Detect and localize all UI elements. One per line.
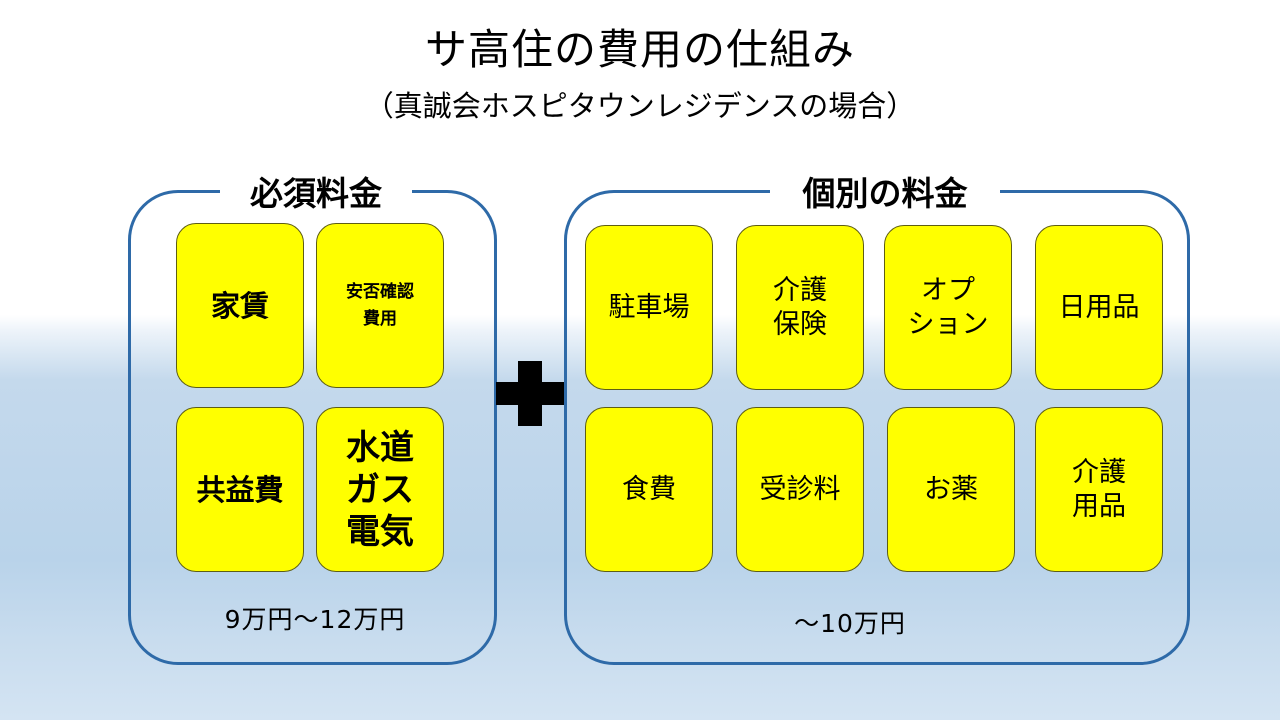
- fee-tile-label: 水道 ガス 電気: [346, 427, 414, 552]
- fee-tile-daily-goods: 日用品: [1035, 225, 1163, 390]
- required-fees-total: 9万円～12万円: [224, 605, 406, 634]
- individual-fees-label: 個別の料金: [770, 174, 1000, 214]
- fee-tile-label: 家賃: [210, 288, 269, 323]
- fee-tile-care-supplies: 介護 用品: [1035, 407, 1163, 572]
- fee-tile-label: 共益費: [196, 472, 284, 507]
- fee-tile-options: オプ ション: [884, 225, 1012, 390]
- fee-tile-medicine: お薬: [887, 407, 1015, 572]
- individual-fees-total: ～10万円: [794, 609, 906, 638]
- fee-tile-label: 介護 保険: [773, 274, 827, 340]
- fee-tile-label: 日用品: [1058, 291, 1140, 323]
- fee-tile-label: 食費: [622, 473, 676, 505]
- fee-tile-label: オプ ション: [907, 274, 989, 340]
- required-fees-label: 必須料金: [220, 174, 412, 214]
- fee-tile-parking: 駐車場: [585, 225, 713, 390]
- plus-icon: [496, 361, 564, 426]
- page-title: サ高住の費用の仕組み: [424, 25, 855, 74]
- page-subtitle: （真誠会ホスピタウンレジデンスの場合）: [364, 89, 916, 123]
- fee-tile-label: 安否確認 費用: [346, 281, 414, 329]
- fee-tile-rent: 家賃: [176, 223, 304, 388]
- fee-tile-utilities: 水道 ガス 電気: [316, 407, 444, 572]
- fee-tile-safety-check: 安否確認 費用: [316, 223, 444, 388]
- fee-tile-care-insurance: 介護 保険: [736, 225, 864, 390]
- fee-tile-label: 受診料: [759, 473, 841, 505]
- fee-tile-label: 介護 用品: [1072, 456, 1126, 522]
- fee-tile-label: お薬: [924, 473, 978, 505]
- fee-tile-common-service: 共益費: [176, 407, 304, 572]
- fee-tile-label: 駐車場: [608, 291, 690, 323]
- fee-tile-meals: 食費: [585, 407, 713, 572]
- fee-tile-medical-visit: 受診料: [736, 407, 864, 572]
